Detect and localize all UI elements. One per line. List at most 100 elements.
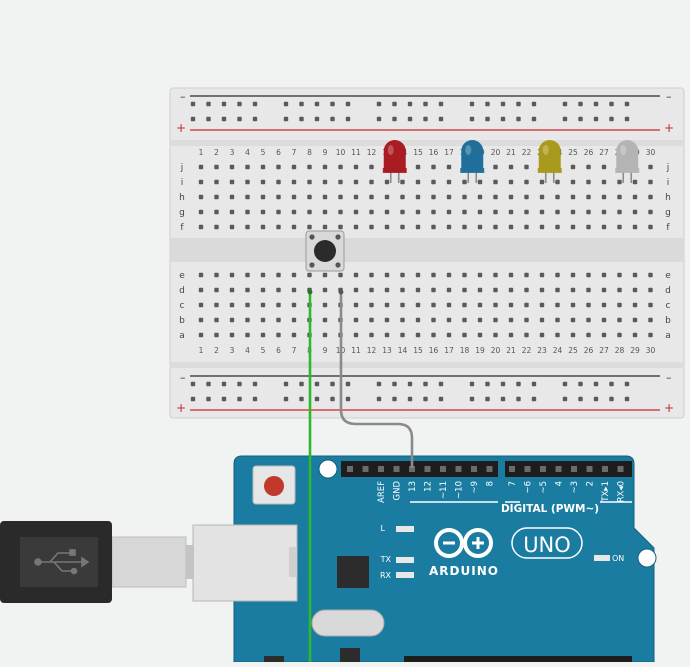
breadboard-hole[interactable] — [415, 302, 421, 308]
breadboard-hole[interactable] — [415, 164, 421, 170]
breadboard-hole[interactable] — [322, 194, 328, 200]
breadboard-hole[interactable] — [609, 116, 614, 122]
breadboard-hole[interactable] — [291, 317, 297, 323]
blue-led[interactable] — [460, 140, 485, 183]
analog-header[interactable] — [404, 656, 632, 662]
breadboard-hole[interactable] — [369, 302, 374, 308]
reset-button-cap[interactable] — [264, 476, 284, 496]
breadboard-hole[interactable] — [198, 194, 204, 200]
breadboard-hole[interactable] — [508, 179, 514, 185]
breadboard-hole[interactable] — [477, 317, 483, 323]
breadboard-hole[interactable] — [260, 272, 266, 278]
breadboard-hole[interactable] — [555, 317, 560, 323]
breadboard-hole[interactable] — [539, 317, 545, 323]
breadboard-hole[interactable] — [198, 179, 204, 185]
breadboard-hole[interactable] — [400, 302, 405, 308]
header-pin-slot[interactable] — [571, 466, 577, 472]
breadboard-hole[interactable] — [322, 272, 328, 278]
breadboard-hole[interactable] — [322, 209, 328, 215]
breadboard-hole[interactable] — [555, 209, 560, 215]
breadboard-hole[interactable] — [307, 164, 312, 170]
breadboard-hole[interactable] — [431, 209, 436, 215]
breadboard-hole[interactable] — [648, 317, 653, 323]
breadboard-hole[interactable] — [214, 179, 219, 185]
breadboard-hole[interactable] — [570, 332, 576, 338]
breadboard-hole[interactable] — [431, 272, 436, 278]
breadboard-hole[interactable] — [586, 302, 591, 308]
breadboard-hole[interactable] — [338, 164, 343, 170]
breadboard-hole[interactable] — [632, 194, 638, 200]
digital-header-right[interactable] — [505, 461, 632, 477]
breadboard-hole[interactable] — [617, 317, 622, 323]
breadboard-hole[interactable] — [431, 302, 436, 308]
breadboard-hole[interactable] — [283, 116, 289, 122]
breadboard-hole[interactable] — [314, 116, 320, 122]
breadboard-hole[interactable] — [400, 194, 405, 200]
breadboard-hole[interactable] — [283, 381, 289, 387]
breadboard-hole[interactable] — [469, 381, 475, 387]
breadboard-hole[interactable] — [245, 194, 250, 200]
breadboard-hole[interactable] — [190, 101, 196, 107]
breadboard-hole[interactable] — [198, 317, 204, 323]
breadboard-hole[interactable] — [485, 101, 490, 107]
breadboard-hole[interactable] — [431, 224, 436, 230]
breadboard-hole[interactable] — [493, 302, 498, 308]
breadboard-hole[interactable] — [322, 164, 328, 170]
breadboard-hole[interactable] — [229, 272, 235, 278]
breadboard-hole[interactable] — [524, 287, 529, 293]
breadboard-hole[interactable] — [578, 116, 583, 122]
breadboard-hole[interactable] — [245, 209, 250, 215]
breadboard-hole[interactable] — [586, 194, 591, 200]
breadboard-hole[interactable] — [500, 101, 506, 107]
breadboard-hole[interactable] — [384, 209, 390, 215]
breadboard-hole[interactable] — [431, 179, 436, 185]
breadboard-hole[interactable] — [632, 179, 638, 185]
breadboard-hole[interactable] — [353, 179, 359, 185]
header-pin-slot[interactable] — [378, 466, 384, 472]
breadboard-hole[interactable] — [245, 272, 250, 278]
breadboard-hole[interactable] — [462, 317, 467, 323]
breadboard-hole[interactable] — [299, 381, 304, 387]
breadboard-hole[interactable] — [485, 396, 490, 402]
breadboard-hole[interactable] — [539, 224, 545, 230]
breadboard-hole[interactable] — [477, 287, 483, 293]
breadboard-hole[interactable] — [539, 209, 545, 215]
usb-cable[interactable] — [0, 521, 194, 603]
breadboard-hole[interactable] — [198, 224, 204, 230]
breadboard-hole[interactable] — [617, 272, 622, 278]
breadboard-hole[interactable] — [276, 272, 281, 278]
breadboard-hole[interactable] — [555, 179, 560, 185]
breadboard-hole[interactable] — [415, 272, 421, 278]
breadboard-hole[interactable] — [617, 287, 622, 293]
breadboard-hole[interactable] — [524, 164, 529, 170]
header-pin-slot[interactable] — [440, 466, 446, 472]
breadboard-hole[interactable] — [493, 224, 498, 230]
push-button[interactable] — [305, 230, 345, 272]
breadboard-hole[interactable] — [260, 317, 266, 323]
header-pin-slot[interactable] — [424, 466, 431, 472]
breadboard-hole[interactable] — [400, 287, 405, 293]
breadboard-hole[interactable] — [632, 224, 638, 230]
breadboard-hole[interactable] — [493, 287, 498, 293]
breadboard-hole[interactable] — [369, 287, 374, 293]
breadboard-hole[interactable] — [500, 116, 506, 122]
breadboard-hole[interactable] — [555, 194, 560, 200]
breadboard-hole[interactable] — [415, 209, 421, 215]
breadboard-hole[interactable] — [586, 317, 591, 323]
header-pin-slot[interactable] — [540, 466, 546, 472]
breadboard-hole[interactable] — [252, 381, 258, 387]
breadboard-hole[interactable] — [229, 179, 235, 185]
breadboard-hole[interactable] — [562, 101, 568, 107]
breadboard-hole[interactable] — [539, 194, 545, 200]
breadboard-hole[interactable] — [632, 332, 638, 338]
breadboard-hole[interactable] — [524, 302, 529, 308]
breadboard-hole[interactable] — [593, 396, 599, 402]
breadboard-hole[interactable] — [376, 396, 382, 402]
breadboard-hole[interactable] — [214, 332, 219, 338]
breadboard-hole[interactable] — [198, 287, 204, 293]
breadboard-hole[interactable] — [229, 317, 235, 323]
breadboard-hole[interactable] — [384, 287, 390, 293]
breadboard-hole[interactable] — [469, 101, 475, 107]
breadboard-hole[interactable] — [500, 396, 506, 402]
breadboard-hole[interactable] — [415, 287, 421, 293]
